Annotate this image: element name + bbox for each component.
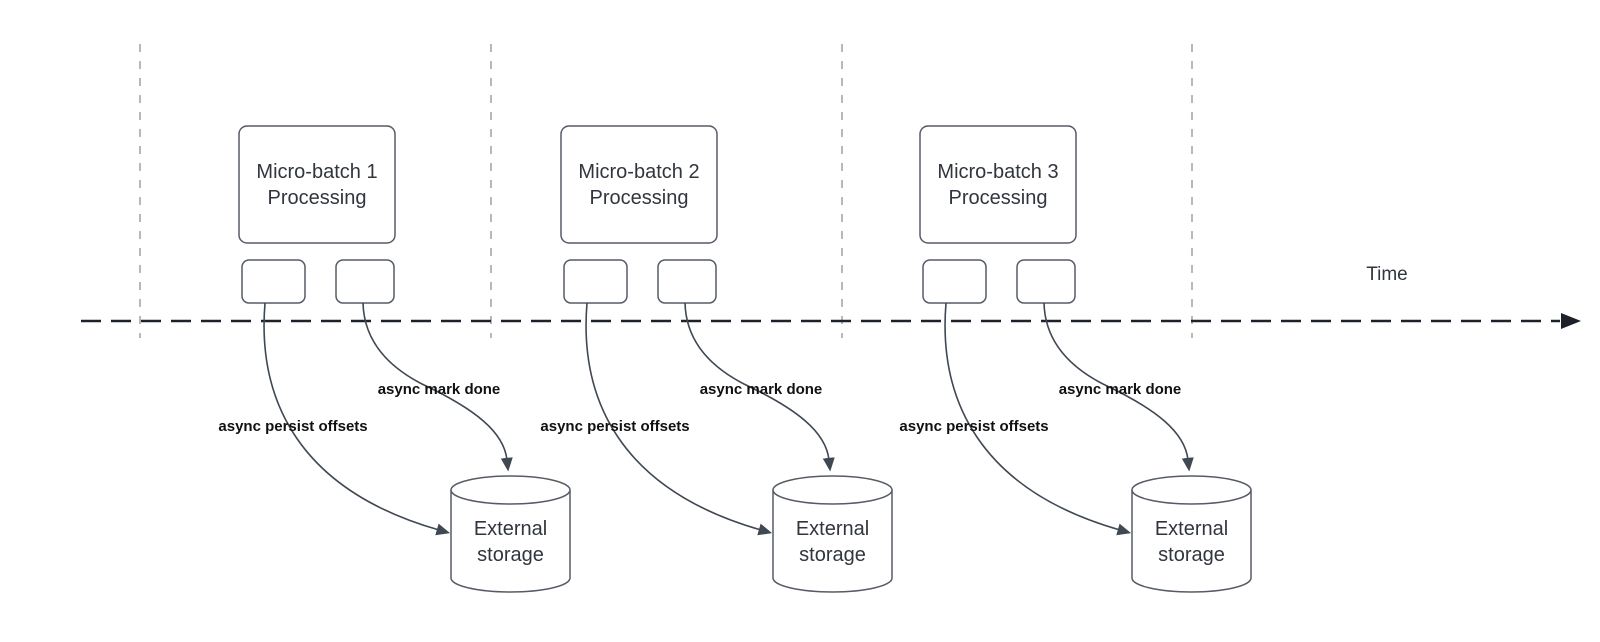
external-storage-cylinder	[1131, 490, 1252, 593]
persist-offsets-arrow	[944, 302, 1132, 536]
processing-box	[238, 125, 396, 244]
persist-offsets-label: async persist offsets	[540, 418, 689, 435]
processing-box-subtitle: Processing	[268, 187, 367, 209]
done-task-box	[335, 259, 395, 304]
mark-done-arrow	[362, 302, 513, 472]
external-storage-cylinder-top	[450, 475, 571, 505]
micro-batch-section-1: Micro-batch 1 Processing async persist o…	[218, 125, 571, 593]
external-storage-cylinder-top	[1131, 475, 1252, 505]
micro-batch-section-3: Micro-batch 3 Processing async persist o…	[899, 125, 1252, 593]
persist-offsets-label: async persist offsets	[218, 418, 367, 435]
processing-box	[560, 125, 718, 244]
time-axis-arrowhead	[1561, 313, 1581, 329]
processing-box	[919, 125, 1077, 244]
offset-task-box	[563, 259, 628, 304]
processing-box-title: Micro-batch 2	[578, 161, 699, 183]
storage-label-line1: External	[1155, 518, 1228, 540]
storage-label-line2: storage	[477, 544, 544, 566]
persist-offsets-label: async persist offsets	[899, 418, 1048, 435]
storage-label-line2: storage	[1158, 544, 1225, 566]
storage-label-line1: External	[474, 518, 547, 540]
micro-batch-section-2: Micro-batch 2 Processing async persist o…	[540, 125, 893, 593]
external-storage-cylinder-top	[772, 475, 893, 505]
external-storage-cylinder	[772, 490, 893, 593]
storage-label-line1: External	[796, 518, 869, 540]
mark-done-label: async mark done	[378, 381, 501, 398]
persist-offsets-arrow	[585, 302, 773, 536]
mark-done-arrow	[684, 302, 835, 472]
mark-done-label: async mark done	[700, 381, 823, 398]
offset-task-box	[922, 259, 987, 304]
mark-done-arrow	[1043, 302, 1194, 472]
done-task-box	[657, 259, 717, 304]
persist-offsets-arrow	[263, 302, 451, 536]
done-task-box	[1016, 259, 1076, 304]
time-label: Time	[1366, 264, 1408, 285]
processing-box-subtitle: Processing	[949, 187, 1048, 209]
processing-box-title: Micro-batch 1	[256, 161, 377, 183]
storage-label-line2: storage	[799, 544, 866, 566]
mark-done-label: async mark done	[1059, 381, 1182, 398]
processing-box-title: Micro-batch 3	[937, 161, 1058, 183]
offset-task-box	[241, 259, 306, 304]
external-storage-cylinder	[450, 490, 571, 593]
processing-box-subtitle: Processing	[590, 187, 689, 209]
